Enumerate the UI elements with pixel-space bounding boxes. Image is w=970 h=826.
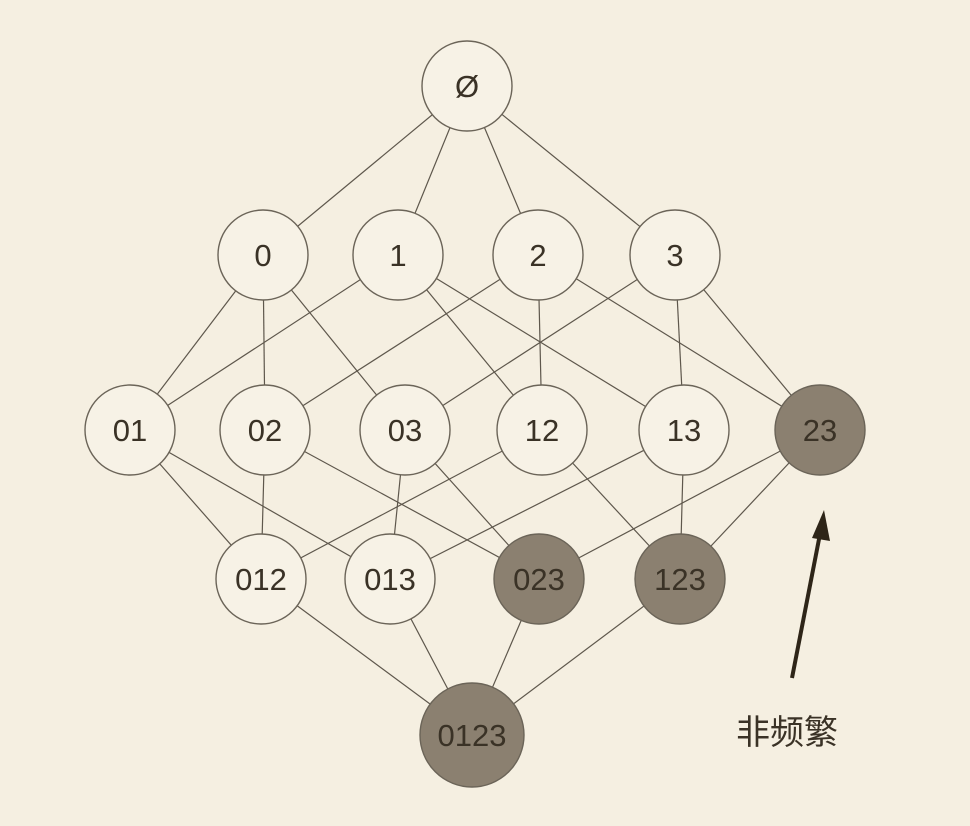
edge-s12-s012	[260, 429, 543, 580]
infrequent-label: 非频繁	[736, 713, 838, 753]
edge-s1-s01	[129, 254, 399, 431]
node-circle	[421, 40, 513, 132]
node-circle	[217, 209, 309, 301]
node-circle	[352, 209, 444, 301]
node-label: 02	[248, 413, 282, 448]
node-label: 23	[803, 413, 837, 448]
node-s13: 13	[638, 384, 730, 476]
node-label: 01	[113, 413, 147, 448]
node-circle	[359, 384, 451, 476]
node-s02: 02	[219, 384, 311, 476]
node-circle	[84, 384, 176, 476]
edge-s2-s02	[264, 254, 539, 431]
node-circle	[492, 209, 584, 301]
node-s123: 123	[634, 533, 726, 625]
node-s0123: 0123	[419, 682, 525, 788]
node-circle-infrequent	[634, 533, 726, 625]
node-s023: 023	[493, 533, 585, 625]
node-label: 123	[654, 562, 706, 597]
node-circle	[219, 384, 311, 476]
node-s0: 0	[217, 209, 309, 301]
node-circle-infrequent	[419, 682, 525, 788]
node-circle	[344, 533, 436, 625]
node-label: 0123	[438, 718, 507, 753]
node-label: 012	[235, 562, 287, 597]
node-label: 2	[529, 238, 546, 273]
edge-s3-s03	[404, 254, 676, 431]
edge-s23-s023	[538, 429, 821, 580]
node-label: 12	[525, 413, 559, 448]
node-circle	[629, 209, 721, 301]
node-circle	[638, 384, 730, 476]
node-label: 13	[667, 413, 701, 448]
edge-s01-s013	[129, 429, 391, 580]
node-empty: Ø	[421, 40, 513, 132]
node-s3: 3	[629, 209, 721, 301]
node-s03: 03	[359, 384, 451, 476]
node-s013: 013	[344, 533, 436, 625]
node-s01: 01	[84, 384, 176, 476]
node-circle	[496, 384, 588, 476]
node-label: 03	[388, 413, 422, 448]
arrow-head-icon	[812, 510, 830, 541]
edge-s13-s013	[389, 429, 685, 580]
node-label: 023	[513, 562, 565, 597]
node-s2: 2	[492, 209, 584, 301]
node-s1: 1	[352, 209, 444, 301]
infrequent-annotation: 非频繁	[736, 510, 838, 753]
node-circle-infrequent	[493, 533, 585, 625]
node-label: 3	[666, 238, 683, 273]
node-label: Ø	[455, 69, 479, 104]
node-label: 013	[364, 562, 416, 597]
node-label: 1	[389, 238, 406, 273]
node-s012: 012	[215, 533, 307, 625]
node-s23: 23	[774, 384, 866, 476]
node-circle-infrequent	[774, 384, 866, 476]
node-circle	[215, 533, 307, 625]
node-label: 0	[254, 238, 271, 273]
node-s12: 12	[496, 384, 588, 476]
arrow-up-icon	[790, 533, 822, 679]
